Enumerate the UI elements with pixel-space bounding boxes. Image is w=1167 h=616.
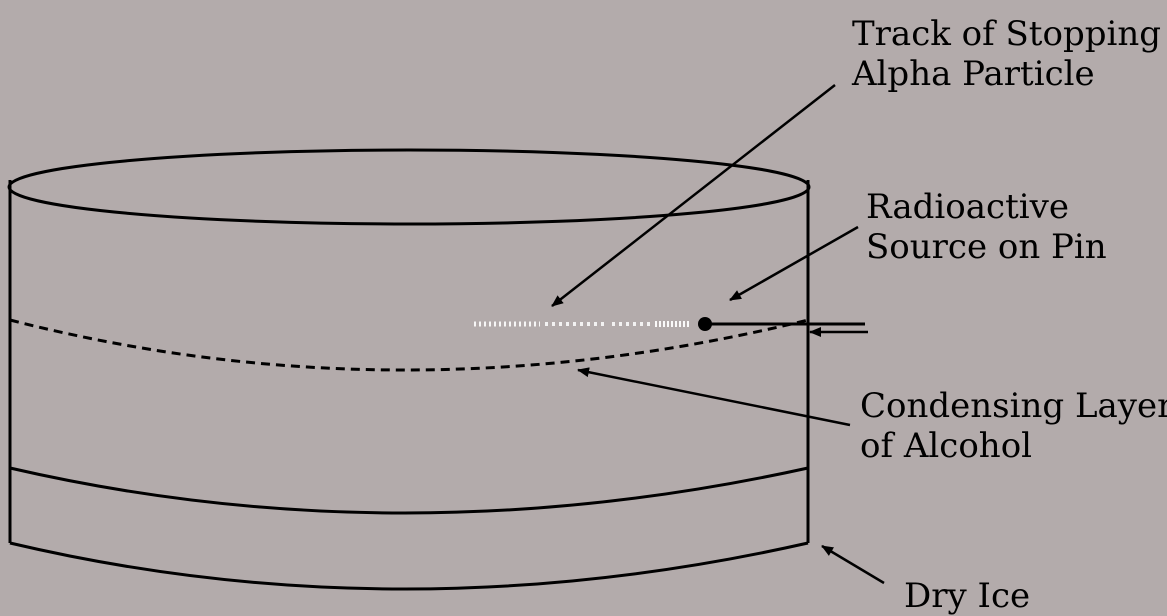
dry-ice-label-text: Dry Ice [904, 576, 1031, 616]
source-label: Radioactive Source on Pin [866, 187, 1107, 267]
track-label-line2: Alpha Particle [852, 54, 1095, 94]
condensing-arrow [577, 367, 851, 427]
source-label-line1: Radioactive [866, 187, 1069, 227]
condensing-label-line2: of Alcohol [860, 426, 1033, 466]
source-label-line2: Source on Pin [866, 227, 1107, 267]
dry-ice-arrow [821, 544, 885, 585]
track-label: Track of Stopping Alpha Particle [852, 14, 1161, 94]
chamber-bottom-curve [9, 541, 809, 591]
dry-ice-top-curve [9, 466, 809, 515]
chamber-top-ellipse [7, 148, 811, 226]
condensing-label: Condensing Layer of Alcohol [860, 386, 1167, 466]
dry-ice-label: Dry Ice [904, 576, 1030, 616]
track-label-line1: Track of Stopping [852, 14, 1162, 54]
condensing-label-line1: Condensing Layer [860, 386, 1167, 426]
condensing-layer-line [9, 318, 809, 372]
track-arrow [551, 84, 836, 307]
source-arrow [729, 225, 859, 302]
